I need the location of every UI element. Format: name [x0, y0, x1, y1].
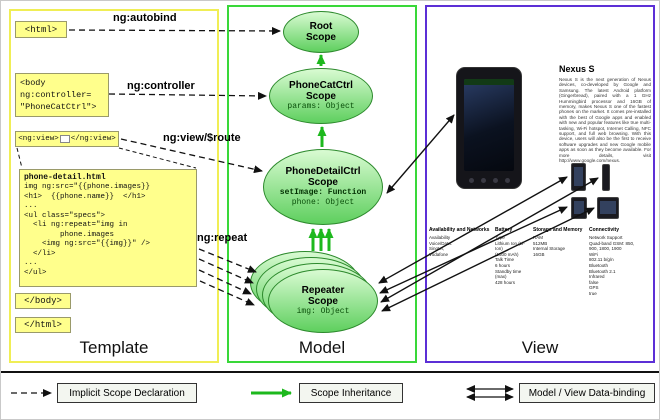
legend-databinding-label: Model / View Data-binding — [528, 387, 646, 399]
view-product-description: Nexus S is the next generation of Nexus … — [559, 77, 651, 164]
phonecatctrl-scope-title: PhoneCatCtrl Scope — [289, 80, 353, 102]
repeater-scope-prop: img: Object — [296, 307, 350, 316]
phonecatctrl-scope-ellipse: PhoneCatCtrl Scope params: Object — [269, 68, 373, 124]
phone-screen — [464, 79, 514, 171]
phone-thumbnail-angle — [597, 197, 619, 219]
phone-button-icon — [505, 178, 510, 183]
legend-implicit-label: Implicit Scope Declaration — [69, 387, 185, 399]
phonedetailctrl-scope-prop-setimage: setImage: Function — [279, 188, 367, 197]
spec-header-connectivity: Connectivity — [589, 227, 620, 233]
spec-column-connectivity: Connectivity Network Support Quad-band G… — [589, 227, 651, 297]
view-product-title: Nexus S — [559, 64, 595, 74]
thumbnail-screen — [574, 201, 584, 214]
phone-thumbnail-front — [571, 163, 586, 191]
repeater-scope-title: Repeater Scope — [301, 285, 345, 307]
legend-inheritance-box: Scope Inheritance — [299, 383, 403, 403]
ng-view-route-label: ng:view/$route — [163, 132, 241, 144]
spec-lines-connectivity: Network Support Quad-band GSM: 850, 900,… — [589, 235, 635, 296]
view-placeholder-rect — [59, 135, 70, 143]
phonedetailctrl-scope-ellipse: PhoneDetailCtrl Scope setImage: Function… — [263, 149, 383, 225]
legend-implicit-box: Implicit Scope Declaration — [57, 383, 197, 403]
spec-header-storage: Storage and Memory — [533, 227, 583, 233]
legend-inheritance-label: Scope Inheritance — [310, 387, 392, 399]
nexus-phone-image — [456, 67, 522, 189]
ng-controller-label: ng:controller — [127, 80, 195, 92]
phone-detail-code-block: phone-detail.html img ng:src="{{phone.im… — [19, 169, 197, 287]
body-close-tag: </body> — [15, 293, 71, 309]
thumbnail-screen — [600, 201, 616, 214]
spec-header-battery: Battery — [495, 227, 513, 233]
root-scope-ellipse: Root Scope — [283, 11, 359, 53]
spec-lines-storage: RAM 512MB Internal Storage 16GB — [533, 235, 566, 257]
html-close-tag: </html> — [15, 317, 71, 333]
phone-thumbnail-side — [602, 164, 610, 191]
template-panel-label: Template — [79, 338, 149, 357]
view-panel-label: View — [521, 338, 559, 357]
repeater-scope-ellipse: Repeater Scope img: Object — [268, 269, 378, 333]
ng-view-close-tag: </ng:view> — [70, 135, 116, 143]
ng-autobind-label: ng:autobind — [113, 12, 177, 24]
phone-button-icon — [469, 178, 474, 183]
spec-lines-battery: Type Lithium Ion (Li-Ion) (1500 mAh) Tal… — [495, 235, 525, 285]
phonecatctrl-scope-prop: params: Object — [287, 102, 355, 111]
spec-column-availability: Availability and Networks Availability V… — [429, 227, 491, 257]
model-panel-label: Model — [298, 338, 346, 357]
spec-column-storage: Storage and Memory RAM 512MB Internal St… — [533, 227, 585, 257]
phone-thumbnail-back — [571, 197, 587, 219]
spec-header-availability: Availability and Networks — [429, 227, 490, 233]
body-open-tag: <body ng:controller= "PhoneCatCtrl"> — [15, 73, 109, 117]
legend-databinding-box: Model / View Data-binding — [519, 383, 655, 403]
code-filename: phone-detail.html — [24, 173, 106, 182]
phone-button-icon — [481, 178, 486, 183]
phone-statusbar — [464, 79, 514, 85]
phone-detail-code: img ng:src="{{phone.images}} <h1> {{phon… — [24, 183, 151, 277]
html-open-tag: <html> — [15, 21, 67, 38]
spec-lines-availability: Availability Voice/Data: Singtel, Vodafo… — [429, 235, 453, 257]
ng-view-open-tag: <ng:view> — [18, 135, 59, 143]
phonedetailctrl-scope-prop-phone: phone: Object — [291, 198, 355, 207]
phonedetailctrl-scope-title: PhoneDetailCtrl Scope — [285, 166, 361, 188]
spec-column-battery: Battery Type Lithium Ion (Li-Ion) (1500 … — [495, 227, 529, 285]
ng-view-tag: <ng:view> </ng:view> — [15, 131, 119, 147]
thumbnail-screen — [574, 167, 583, 186]
phone-button-icon — [493, 178, 498, 183]
root-scope-title: Root Scope — [305, 21, 336, 43]
legend-divider — [1, 371, 659, 373]
ng-repeat-label: ng:repeat — [197, 232, 248, 244]
